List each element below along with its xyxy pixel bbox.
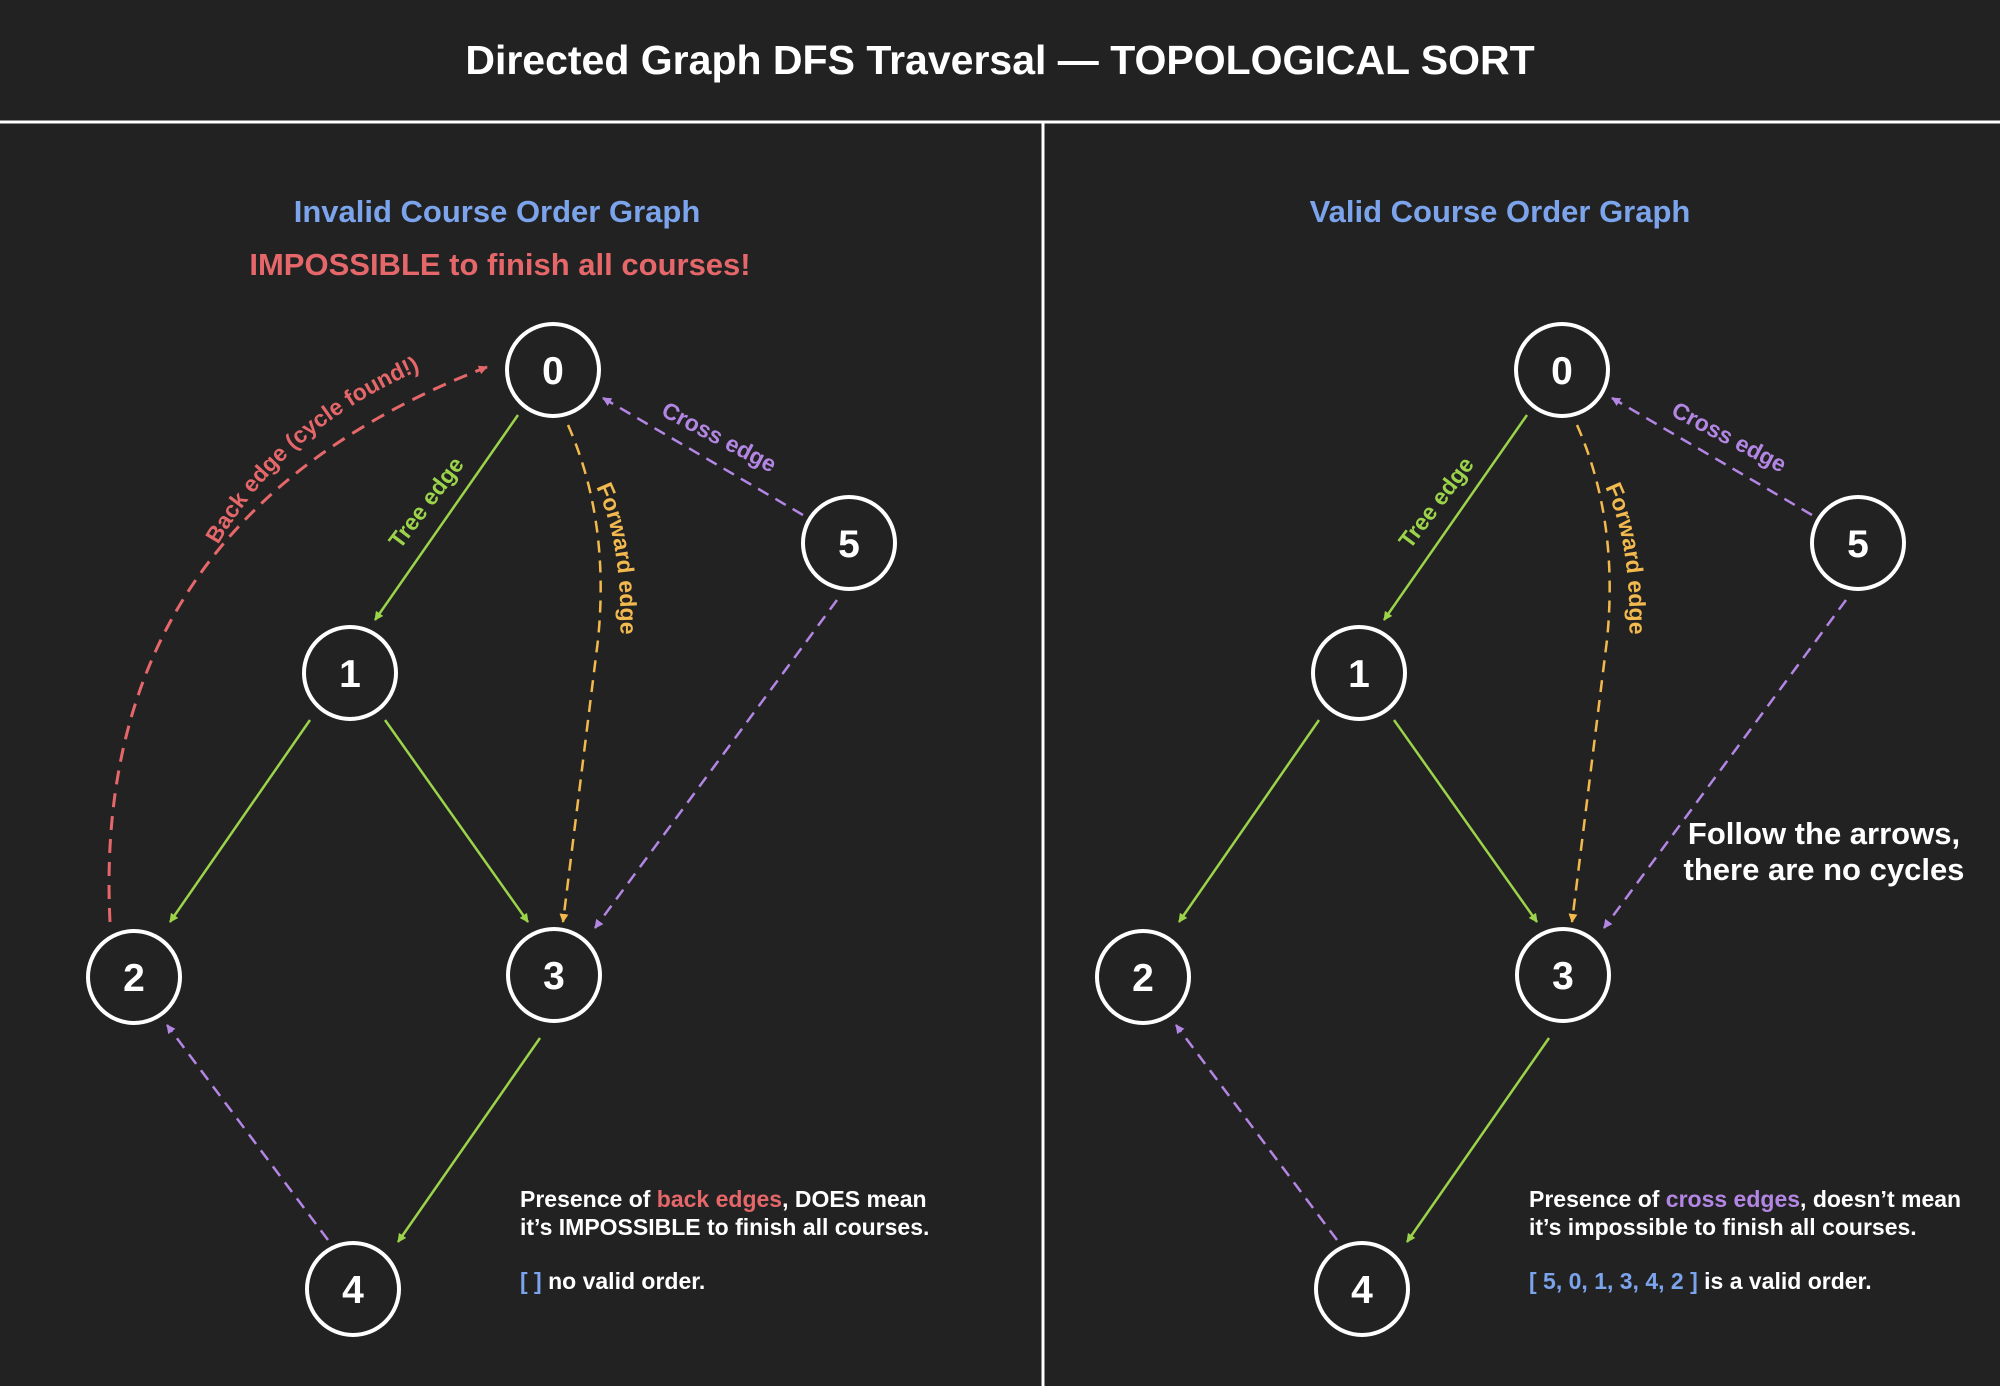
node-1-label: 1 xyxy=(1348,653,1370,696)
node-3-label: 3 xyxy=(1552,955,1574,998)
node-0: 0 xyxy=(1514,322,1610,418)
right-note-order: [ 5, 0, 1, 3, 4, 2 ] is a valid order. xyxy=(1529,1268,1872,1294)
edge-forward-0-3 xyxy=(1568,424,1611,923)
node-5-label: 5 xyxy=(1847,523,1869,566)
left-note-line1: Presence of back edges, DOES mean xyxy=(520,1186,927,1212)
right-center-note-line2: there are no cycles xyxy=(1684,852,1965,887)
node-5: 5 xyxy=(801,495,897,591)
node-4-label: 4 xyxy=(342,1269,364,1312)
right-note-highlight: cross edges xyxy=(1666,1186,1800,1212)
edge-cross-4-2 xyxy=(165,1024,330,1241)
node-4-label: 4 xyxy=(1351,1269,1373,1312)
node-0-label: 0 xyxy=(542,350,564,393)
left-panel: Invalid Course Order Graph IMPOSSIBLE to… xyxy=(86,194,929,1337)
cross-edge-label: Cross edge xyxy=(1668,396,1791,477)
node-0: 0 xyxy=(505,322,601,418)
node-5: 5 xyxy=(1810,495,1906,591)
left-warning: IMPOSSIBLE to finish all courses! xyxy=(249,247,750,282)
edge-tree-0-1 xyxy=(1382,414,1529,621)
node-3: 3 xyxy=(1515,927,1611,1023)
edge-tree-1-3 xyxy=(1392,719,1539,923)
node-0-label: 0 xyxy=(1551,350,1573,393)
node-4: 4 xyxy=(305,1241,401,1337)
left-note-line2: it’s IMPOSSIBLE to finish all courses. xyxy=(520,1214,929,1240)
right-panel-title: Valid Course Order Graph xyxy=(1310,194,1691,229)
edge-back-2-0 xyxy=(107,365,488,923)
node-2-label: 2 xyxy=(123,957,145,1000)
edge-tree-1-2 xyxy=(1177,719,1321,923)
node-3: 3 xyxy=(506,927,602,1023)
right-note-line2: it’s impossible to finish all courses. xyxy=(1529,1214,1917,1240)
node-2: 2 xyxy=(1095,929,1191,1025)
node-2: 2 xyxy=(86,929,182,1025)
right-note-line1: Presence of cross edges, doesn’t mean xyxy=(1529,1186,1961,1212)
node-1: 1 xyxy=(1311,625,1407,721)
edge-tree-1-3 xyxy=(383,719,530,923)
right-order-value: [ 5, 0, 1, 3, 4, 2 ] xyxy=(1529,1268,1698,1294)
node-3-label: 3 xyxy=(543,955,565,998)
right-center-note-line1: Follow the arrows, xyxy=(1688,816,1960,851)
back-edge-label: Back edge (cycle found!) xyxy=(200,351,422,548)
node-5-label: 5 xyxy=(838,523,860,566)
edge-cross-4-2 xyxy=(1174,1024,1339,1241)
node-1: 1 xyxy=(302,625,398,721)
edge-cross-5-3 xyxy=(1602,599,1848,929)
edge-cross-5-3 xyxy=(593,599,839,929)
left-panel-title: Invalid Course Order Graph xyxy=(294,194,701,229)
edge-tree-1-2 xyxy=(168,719,312,923)
edge-tree-0-1 xyxy=(373,414,520,621)
node-1-label: 1 xyxy=(339,653,361,696)
right-panel: Valid Course Order Graph Tree edge Forwa… xyxy=(1095,194,1965,1337)
page-title: Directed Graph DFS Traversal — TOPOLOGIC… xyxy=(465,37,1534,83)
node-2-label: 2 xyxy=(1132,957,1154,1000)
node-4: 4 xyxy=(1314,1241,1410,1337)
edge-forward-0-3 xyxy=(559,424,602,923)
left-note-highlight: back edges xyxy=(657,1186,782,1212)
cross-edge-label: Cross edge xyxy=(658,396,781,477)
left-order-value: [ ] xyxy=(520,1268,542,1294)
edge-tree-3-4 xyxy=(396,1037,542,1243)
edge-tree-3-4 xyxy=(1405,1037,1551,1243)
left-note-order: [ ] no valid order. xyxy=(520,1268,705,1294)
